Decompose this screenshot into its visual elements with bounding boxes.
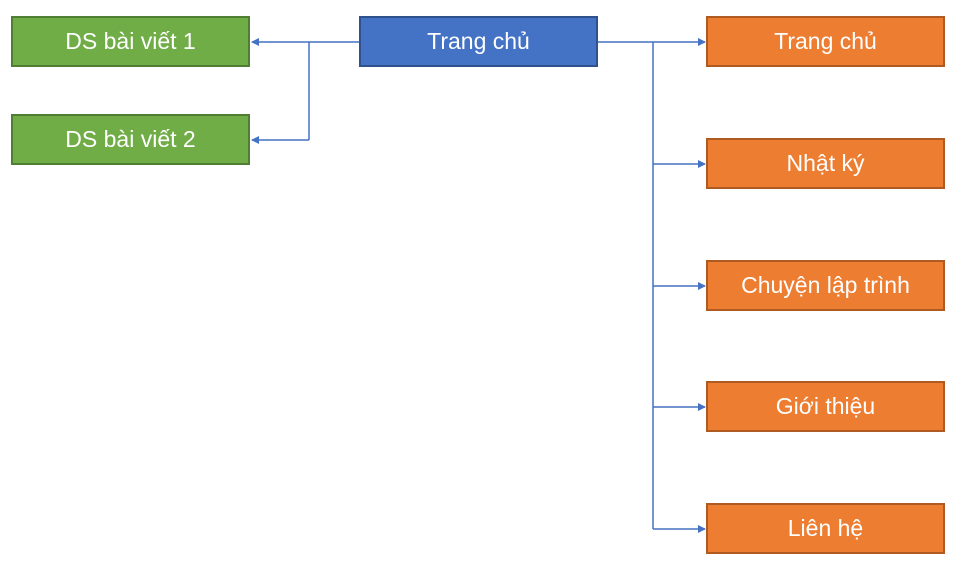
right-node-gioi-thieu: Giới thiệu bbox=[706, 381, 945, 432]
right-node-label: Giới thiệu bbox=[775, 393, 876, 419]
left-node-ds-bai-viet-1: DS bài viết 1 bbox=[11, 16, 250, 67]
left-node-label: DS bài viết 2 bbox=[65, 126, 196, 152]
right-node-trang-chu: Trang chủ bbox=[706, 16, 945, 67]
right-node-label: Chuyện lập trình bbox=[741, 272, 910, 298]
right-node-lien-he: Liên hệ bbox=[706, 503, 945, 554]
right-node-label: Trang chủ bbox=[774, 28, 877, 54]
right-node-label: Liên hệ bbox=[787, 515, 864, 541]
root-node-label: Trang chủ bbox=[427, 28, 530, 54]
right-node-label: Nhật ký bbox=[786, 150, 865, 176]
left-node-ds-bai-viet-2: DS bài viết 2 bbox=[11, 114, 250, 165]
right-node-chuyen-lap-trinh: Chuyện lập trình bbox=[706, 260, 945, 311]
root-node-trang-chu: Trang chủ bbox=[359, 16, 598, 67]
left-node-label: DS bài viết 1 bbox=[65, 28, 196, 54]
right-node-nhat-ky: Nhật ký bbox=[706, 138, 945, 189]
